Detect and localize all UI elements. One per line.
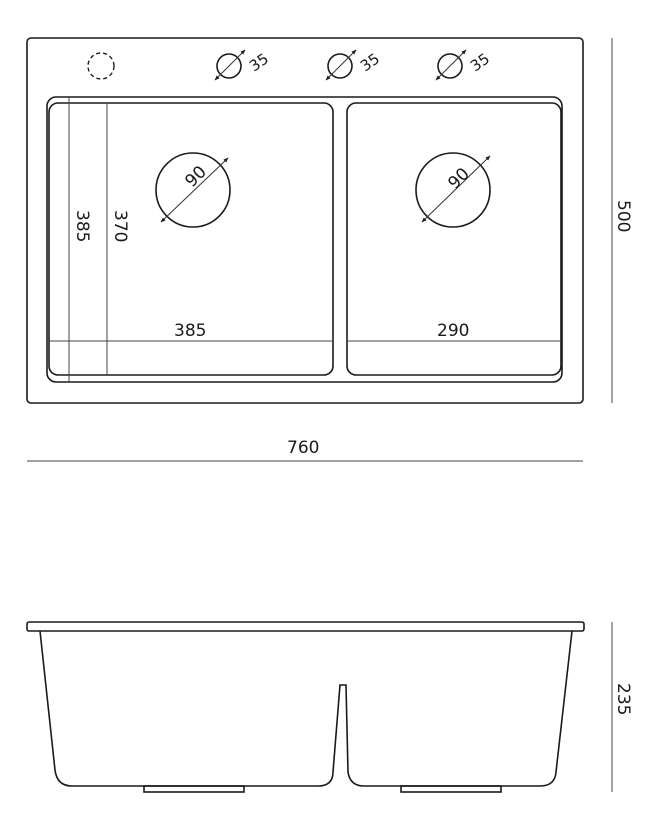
tap-hole-1-label: 35 xyxy=(246,50,272,76)
right-drain: 90 xyxy=(415,152,491,228)
left-drain-label: 90 xyxy=(181,162,210,191)
left-bowl-outer-length-label: 385 xyxy=(72,210,92,242)
right-bowl xyxy=(346,102,562,376)
tap-hole-2: 35 xyxy=(325,50,383,81)
overall-height-label: 235 xyxy=(613,683,633,715)
optional-hole-icon xyxy=(87,52,115,80)
overall-depth-label: 500 xyxy=(613,200,633,232)
right-drain-outlet xyxy=(400,785,502,793)
top-view: 35 35 35 385 370 385 290 90 xyxy=(26,37,633,462)
side-rim xyxy=(26,621,585,632)
sink-outline xyxy=(26,37,584,404)
side-view: 235 xyxy=(26,621,633,793)
overall-width-label: 760 xyxy=(287,438,319,458)
side-bowls-outline xyxy=(39,630,573,787)
left-drain-outlet xyxy=(143,785,245,793)
left-bowl xyxy=(48,102,334,376)
left-bowl-width-label: 385 xyxy=(174,321,206,341)
tap-hole-3: 35 xyxy=(435,50,493,81)
right-bowl-width-label: 290 xyxy=(437,321,469,341)
left-bowl-inner-length-label: 370 xyxy=(110,210,130,242)
right-drain-label: 90 xyxy=(444,164,473,193)
bowl-rim xyxy=(46,96,563,383)
left-drain: 90 xyxy=(155,152,231,228)
tap-hole-2-label: 35 xyxy=(357,50,383,76)
tap-hole-1: 35 xyxy=(214,50,272,81)
tap-hole-3-label: 35 xyxy=(467,50,493,76)
